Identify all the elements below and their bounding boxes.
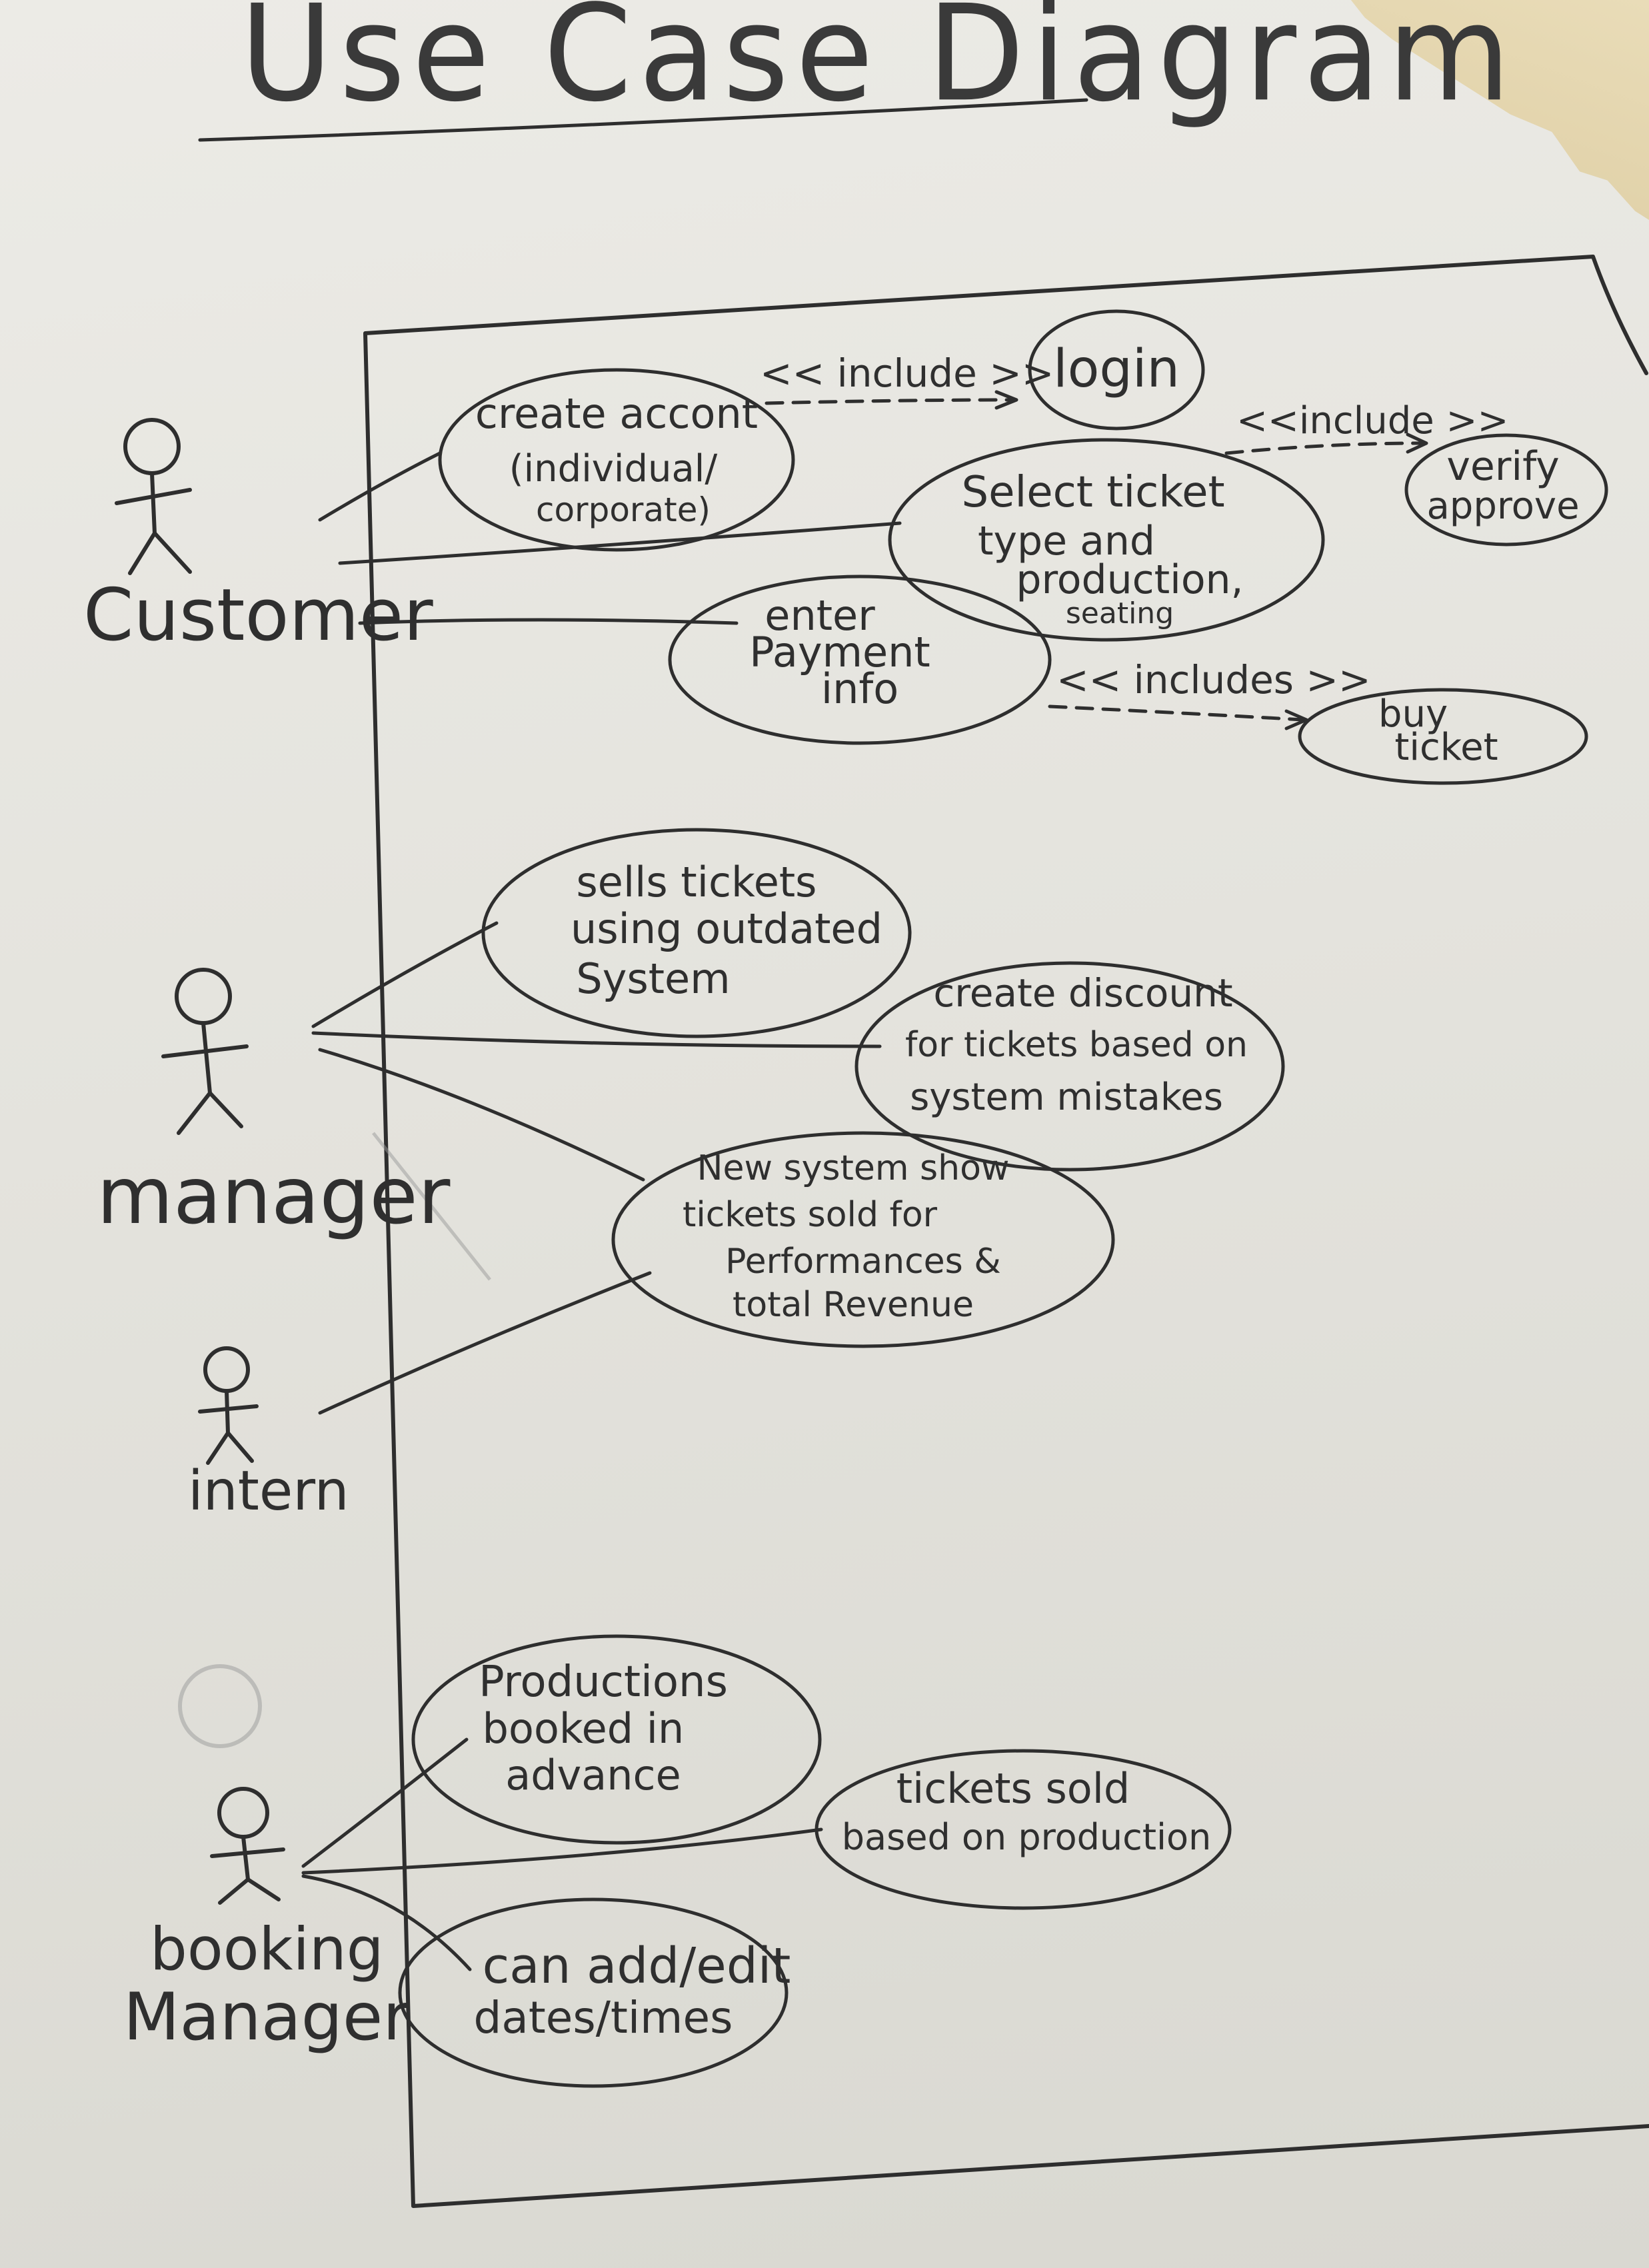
use-case-text: Performances & [725,1242,1001,1282]
use-case-text: using outdated [571,904,882,953]
use-case-text: corporate) [536,491,711,529]
system-boundary [363,255,1649,2208]
use-case-text: approve [1426,485,1579,528]
arrowhead-icon [1406,433,1428,454]
use-case-create-discount: create discount for tickets based on sys… [854,961,1285,1172]
use-case-login: login [1028,309,1205,431]
use-case-text: ticket [1394,726,1498,769]
actor-booking-manager: booking Manager [123,1787,410,2055]
stick-figure-icon [198,1346,259,1465]
use-case-select-ticket: Select ticket type and production, seati… [888,438,1325,642]
include-relation-verify: <<include >> [1224,399,1508,455]
use-case-text: login [1053,339,1180,399]
use-case-text: type and [978,518,1155,565]
use-case-create-account: create accont (individual/ corporate) [438,368,795,552]
use-case-text: tickets sold for [683,1195,938,1235]
include-label: <<include >> [1236,399,1508,443]
use-case-text: info [821,664,898,713]
erased-line [372,1132,491,1281]
use-case-text: Select ticket [961,468,1224,517]
use-case-text: dates/times [474,1992,733,2043]
actor-label: manager [97,1150,451,1242]
stick-figure-icon [115,418,192,575]
use-case-text: booked in [483,1704,685,1753]
use-case-text: tickets sold [896,1764,1130,1813]
page-title: Use Case Diagram [240,0,1518,131]
use-case-text: Productions [479,1658,728,1707]
use-case-text: (individual/ [509,447,718,491]
include-relation-buy-ticket: << includes >> [1048,657,1371,730]
erased-sketch [178,1664,262,1748]
association-lines [301,451,902,1971]
arrowhead-icon [994,390,1018,410]
include-label: << includes >> [1056,657,1371,702]
use-case-text: New system show [697,1148,1010,1188]
use-case-verify-approve: verify approve [1404,433,1608,547]
actor-label-line: Manager [123,1979,410,2055]
use-case-tickets-sold: tickets sold based on production [815,1749,1232,1910]
use-case-text: total Revenue [733,1285,974,1325]
use-case-text: sells tickets [577,858,817,906]
include-label: << include >> [760,351,1054,396]
use-case-text: based on production [842,1816,1212,1858]
include-relation-login: << include >> [760,351,1054,410]
use-case-text: advance [505,1751,681,1799]
use-case-text: can add/edit [483,1937,791,1995]
actor-label-line: booking [150,1915,384,1983]
use-case-text: system mistakes [910,1076,1223,1119]
stick-figure-icon [161,968,249,1135]
use-case-enter-payment: enter Payment info [668,574,1052,745]
actor-label: Customer [83,574,433,657]
use-case-text: buy [1378,692,1448,736]
use-case-text: seating [1066,596,1174,630]
use-case-productions-booked: Productions booked in advance [411,1634,822,1845]
actor-manager: manager [97,968,451,1242]
use-case-new-system: New system show tickets sold for Perform… [611,1131,1115,1348]
stick-figure-icon [210,1787,285,1905]
use-case-text: create accont [475,389,758,438]
arrowhead-icon [1284,709,1308,730]
actor-intern: intern [188,1346,349,1523]
use-case-text: create discount [933,970,1232,1016]
title-underline [198,98,1088,142]
use-case-sells-tickets: sells tickets using outdated System [481,828,912,1038]
use-case-text: production, [1016,557,1243,603]
use-case-text: Payment [749,628,930,676]
actor-label: intern [188,1460,349,1523]
use-case-text: System [576,954,730,1003]
use-case-text: enter [765,591,875,640]
use-case-add-edit-dates: can add/edit dates/times [398,1897,791,2088]
use-case-text: verify [1446,443,1559,490]
use-case-text: for tickets based on [905,1025,1248,1065]
actor-customer: Customer [83,418,433,657]
use-case-buy-ticket: buy ticket [1298,688,1588,785]
